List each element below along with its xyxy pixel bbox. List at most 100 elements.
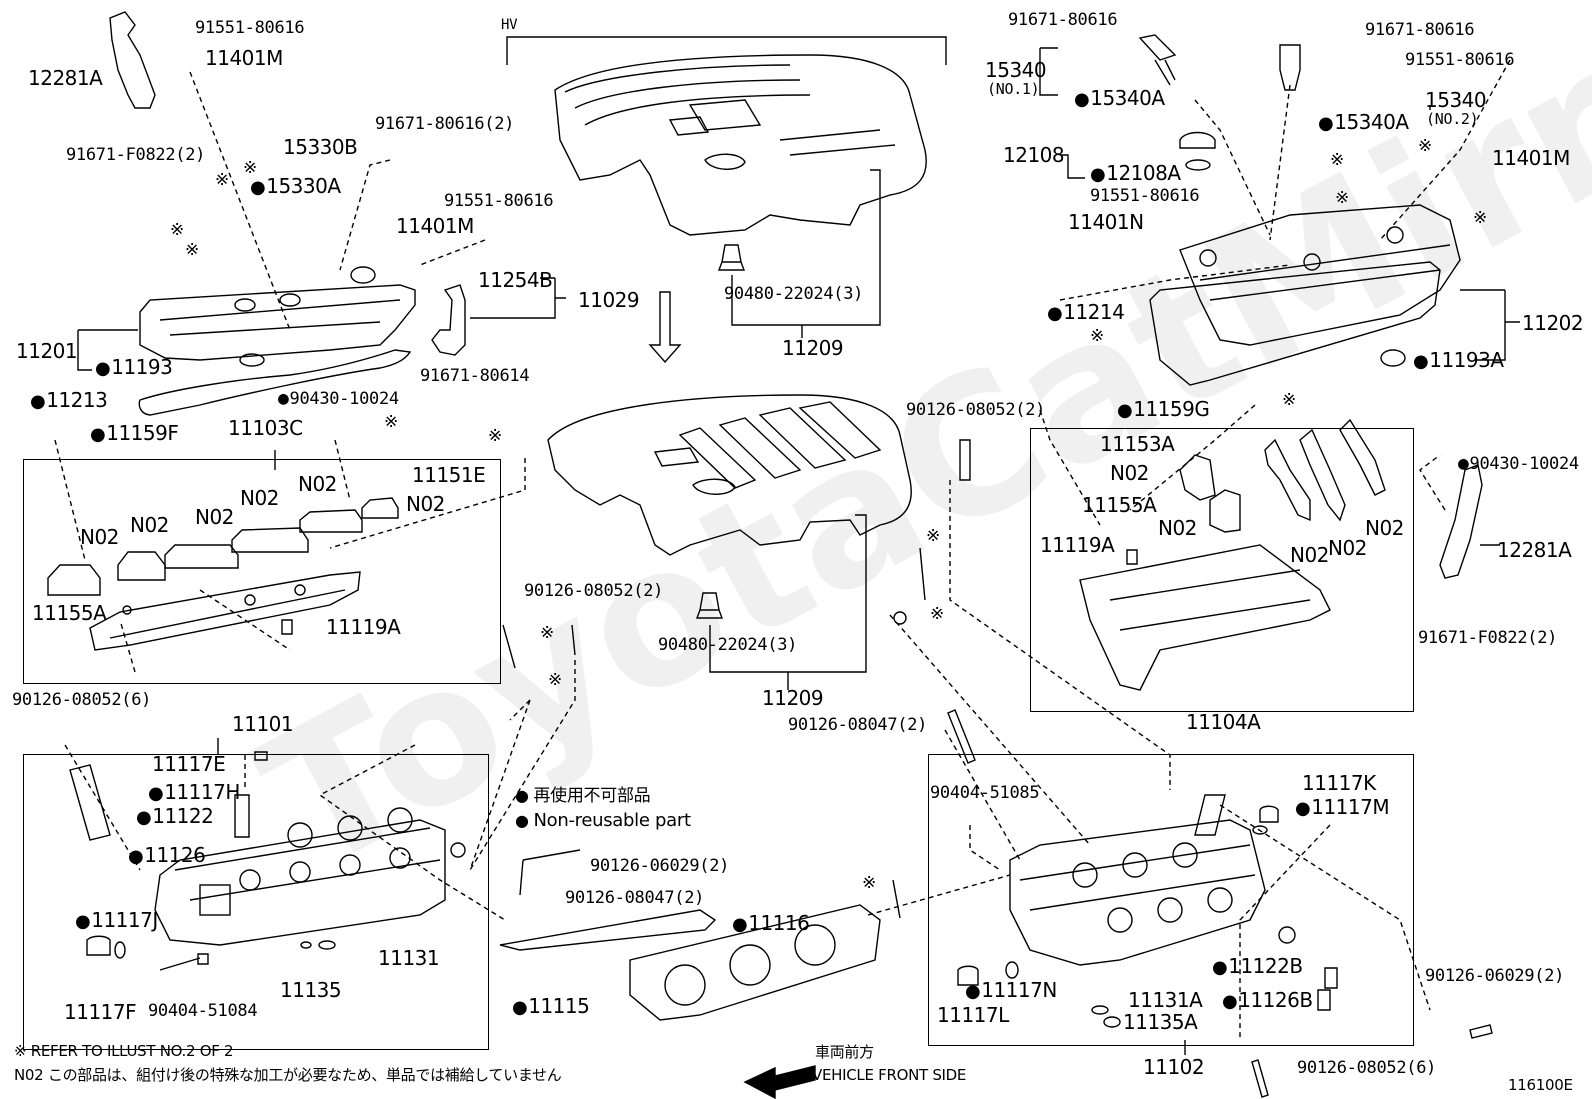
note-n02-1: N02: [298, 472, 337, 496]
left-cam-housing: [89, 571, 361, 651]
part-11202[interactable]: 11202: [1522, 311, 1584, 335]
part-91671-F0822-tl[interactable]: 91671-F0822(2): [66, 145, 206, 165]
part-11213[interactable]: 11213: [30, 390, 108, 411]
right-bearing-caps: [1179, 418, 1386, 533]
part-15330A[interactable]: 15330A: [250, 176, 341, 197]
part-11029[interactable]: 11029: [578, 288, 640, 312]
part-12108A[interactable]: 12108A: [1090, 163, 1181, 184]
part-11117L[interactable]: 11117L: [937, 1003, 1009, 1027]
part-12281A-r[interactable]: 12281A: [1497, 538, 1572, 562]
part-90430-10024-r[interactable]: 90430-10024: [1458, 455, 1580, 473]
part-11117J[interactable]: 11117J: [75, 910, 158, 931]
part-91551-80616-tr2[interactable]: 91551-80616: [1090, 186, 1200, 206]
part-11116[interactable]: 11116: [732, 913, 810, 934]
ref-mark: ※: [215, 170, 229, 190]
part-11115[interactable]: 11115: [512, 996, 590, 1017]
part-11126[interactable]: 11126: [128, 845, 206, 866]
part-15340-no1[interactable]: 15340: [985, 58, 1047, 82]
part-90126-06029-2-mid[interactable]: 90126-06029(2): [590, 856, 730, 876]
note-n02-r3: N02: [1290, 543, 1329, 567]
part-91551-80616-tr[interactable]: 91551-80616: [1405, 50, 1515, 70]
part-15340A-2[interactable]: 15340A: [1318, 112, 1409, 133]
ref-mark: ※: [185, 240, 199, 260]
right-cam-cover: [1179, 204, 1461, 346]
part-11126B[interactable]: 11126B: [1222, 990, 1313, 1011]
part-11159F[interactable]: 11159F: [90, 423, 179, 444]
part-11122B[interactable]: 11122B: [1212, 956, 1303, 977]
part-11193A[interactable]: 11193A: [1413, 350, 1504, 371]
note-n02-r1: N02: [1110, 461, 1149, 485]
pin-11119A-r: [1126, 549, 1138, 565]
seal-11193A: [1380, 349, 1406, 367]
left-bearing-caps: [47, 497, 399, 596]
part-11155A-r[interactable]: 11155A: [1082, 493, 1157, 517]
part-11159G[interactable]: 11159G: [1117, 399, 1210, 420]
part-11102[interactable]: 11102: [1143, 1055, 1205, 1079]
part-91671-80614[interactable]: 91671-80614: [420, 366, 530, 386]
note-n02-r2: N02: [1158, 516, 1197, 540]
pin-11119A-l: [281, 619, 293, 635]
part-11401N[interactable]: 11401N: [1068, 210, 1144, 234]
part-11119A-r[interactable]: 11119A: [1040, 533, 1115, 557]
part-11131[interactable]: 11131: [378, 946, 440, 970]
part-12281A-tl[interactable]: 12281A: [28, 66, 103, 90]
part-91671-80616-tr2[interactable]: 91671-80616: [1365, 20, 1475, 40]
part-11254B[interactable]: 11254B: [478, 268, 553, 292]
part-15340-no2[interactable]: 15340: [1425, 88, 1487, 112]
part-91671-F0822-r[interactable]: 91671-F0822(2): [1418, 628, 1558, 648]
part-91671-80616-2[interactable]: 91671-80616(2): [375, 114, 515, 134]
part-11401M-tr[interactable]: 11401M: [1492, 146, 1570, 170]
sensor-15340-no1: [1138, 34, 1177, 86]
hv-bracket: [506, 36, 947, 65]
part-11117E[interactable]: 11117E: [152, 752, 226, 776]
ref-mark: ※: [384, 412, 398, 432]
part-11151E[interactable]: 11151E: [412, 463, 486, 487]
part-90404-51084[interactable]: 90404-51084: [148, 1001, 258, 1021]
part-90404-51085[interactable]: 90404-51085: [930, 783, 1040, 803]
part-11119A-l[interactable]: 11119A: [326, 615, 401, 639]
tube-11126-r: [1194, 794, 1226, 836]
part-91671-80616-tr1[interactable]: 91671-80616: [1008, 10, 1118, 30]
part-12108[interactable]: 12108: [1003, 143, 1065, 167]
note-n02-r4: N02: [1328, 536, 1367, 560]
part-90480-22024-bot[interactable]: 90480-22024(3): [658, 635, 798, 655]
part-15340A-1[interactable]: 15340A: [1074, 88, 1165, 109]
part-90480-22024-top[interactable]: 90480-22024(3): [724, 284, 864, 304]
part-90126-08052-2-r[interactable]: 90126-08052(2): [906, 400, 1046, 420]
part-11104A[interactable]: 11104A: [1186, 710, 1261, 734]
part-11209-bot[interactable]: 11209: [762, 686, 824, 710]
part-90126-08047-2-r[interactable]: 90126-08047(2): [788, 715, 928, 735]
part-90126-08052-2-mid[interactable]: 90126-08052(2): [524, 581, 664, 601]
part-90430-10024-l[interactable]: 90430-10024: [278, 390, 400, 408]
part-11117K[interactable]: 11117K: [1302, 771, 1376, 795]
part-11135[interactable]: 11135: [280, 978, 342, 1002]
part-11117F[interactable]: 11117F: [64, 1000, 137, 1024]
plug-11117F: [86, 935, 111, 956]
part-11135A[interactable]: 11135A: [1123, 1010, 1198, 1034]
part-15330B[interactable]: 15330B: [283, 135, 358, 159]
part-11401M-tl[interactable]: 11401M: [205, 46, 283, 70]
part-11117M[interactable]: 11117M: [1295, 797, 1389, 818]
part-11131A[interactable]: 11131A: [1128, 988, 1203, 1012]
part-91551-80616-mid[interactable]: 91551-80616: [444, 191, 554, 211]
part-11193[interactable]: 11193: [95, 357, 173, 378]
part-11401M-mid[interactable]: 11401M: [396, 214, 474, 238]
part-90126-08052-6-r[interactable]: 90126-08052(6): [1297, 1058, 1437, 1078]
part-11101[interactable]: 11101: [232, 712, 294, 736]
part-91551-80616-tl[interactable]: 91551-80616: [195, 18, 305, 38]
part-11122[interactable]: 11122: [136, 806, 214, 827]
part-11214[interactable]: 11214: [1047, 302, 1125, 323]
part-11155A-l[interactable]: 11155A: [32, 601, 107, 625]
part-11201[interactable]: 11201: [16, 339, 78, 363]
sensor-15340-no2: [1279, 44, 1301, 91]
part-11153A[interactable]: 11153A: [1100, 432, 1175, 456]
part-90126-08052-6-l[interactable]: 90126-08052(6): [12, 690, 152, 710]
part-90126-08047-2-mid[interactable]: 90126-08047(2): [565, 888, 705, 908]
part-90126-06029-2-r[interactable]: 90126-06029(2): [1425, 966, 1565, 986]
part-11117H[interactable]: 11117H: [148, 782, 240, 803]
right-cylinder-head: [1009, 819, 1266, 966]
part-11209-top[interactable]: 11209: [782, 336, 844, 360]
part-11117N[interactable]: 11117N: [965, 980, 1057, 1001]
part-11103C[interactable]: 11103C: [228, 416, 303, 440]
